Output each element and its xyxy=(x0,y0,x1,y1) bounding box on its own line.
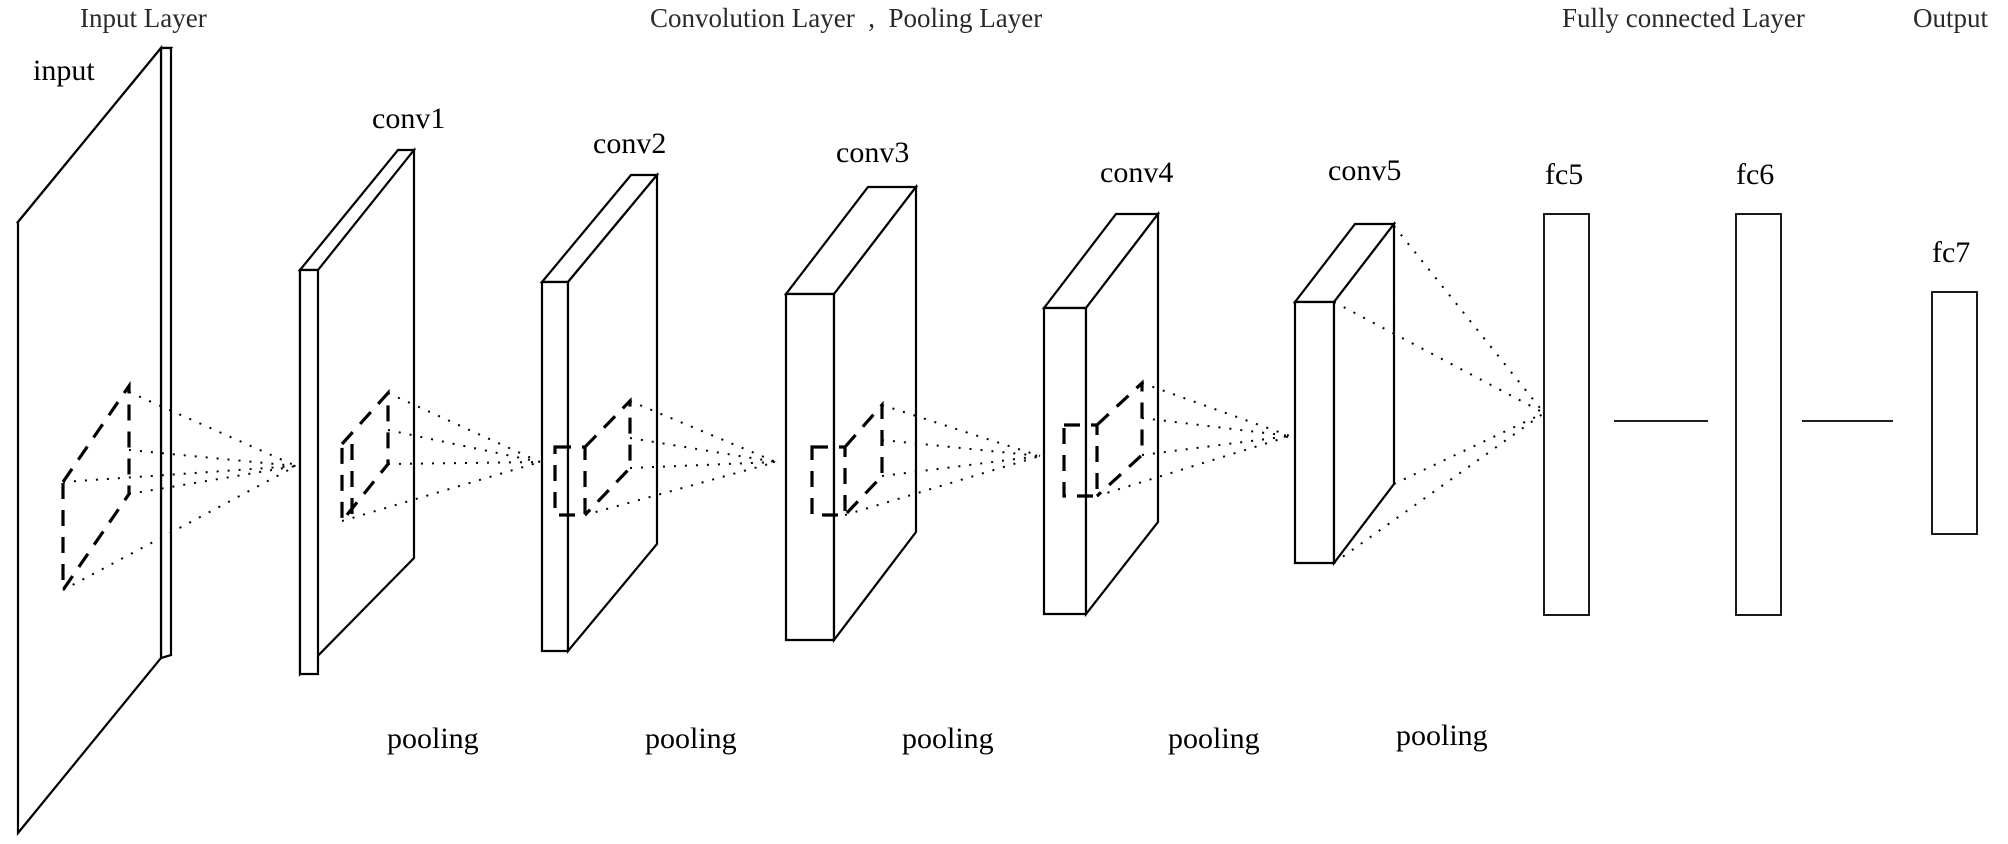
conv4-label: conv4 xyxy=(1100,156,1173,189)
conv5-label: conv5 xyxy=(1328,154,1401,187)
pooling-label-2: pooling xyxy=(645,722,737,755)
conv3-to-conv4-projection xyxy=(844,404,1041,516)
conv5-slab xyxy=(1292,220,1397,567)
fc7-label: fc7 xyxy=(1932,236,1970,269)
conv1-label: conv1 xyxy=(372,102,445,135)
header-fully-connected-layer: Fully connected Layer xyxy=(1562,3,1805,33)
pooling-label-5: pooling xyxy=(1396,719,1488,752)
header-input-layer: Input Layer xyxy=(80,3,207,33)
pooling-label-4: pooling xyxy=(1168,722,1260,755)
header-convolution-pooling-layer: Convolution Layer , Pooling Layer xyxy=(650,3,1042,33)
conv5-to-fc5-projection xyxy=(1333,225,1545,564)
conv1-slab xyxy=(297,147,417,677)
conv3-label: conv3 xyxy=(836,136,909,169)
conv3-slab xyxy=(783,183,919,644)
conv2-label: conv2 xyxy=(593,127,666,160)
fc5-label: fc5 xyxy=(1545,158,1583,191)
input-slab xyxy=(15,44,174,837)
header-output: Output xyxy=(1913,3,1989,33)
fc7-block xyxy=(1931,291,1978,535)
fc6-block xyxy=(1735,213,1782,616)
fc5-block xyxy=(1543,213,1590,616)
pooling-label-1: pooling xyxy=(387,722,479,755)
input-label: input xyxy=(33,54,95,87)
conv4-slab xyxy=(1041,210,1161,618)
conv1-to-conv2-projection xyxy=(341,392,541,522)
conv2-to-conv3-projection xyxy=(584,400,777,516)
conv2-slab xyxy=(539,171,660,655)
conv4-to-conv5-projection xyxy=(1096,382,1291,497)
pooling-label-3: pooling xyxy=(902,722,994,755)
fc6-label: fc6 xyxy=(1736,158,1774,191)
